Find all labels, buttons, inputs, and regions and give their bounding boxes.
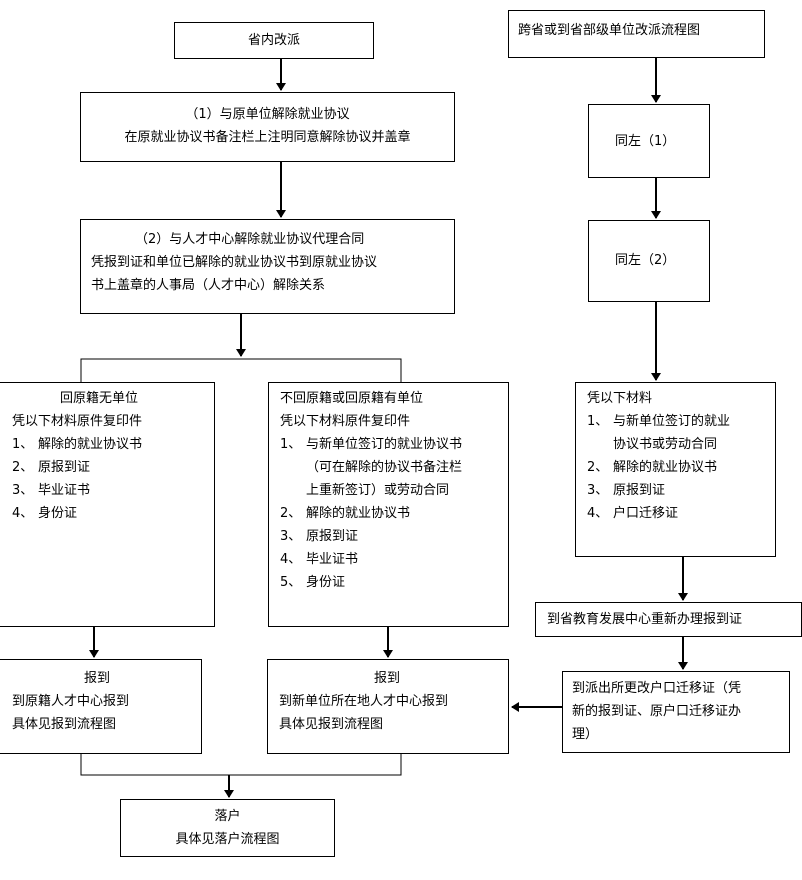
list-item: 1、与新单位签订的就业协议书 — [280, 437, 463, 452]
left-branch-box: 回原籍无单位 凭以下材料原件复印件 1、解除的就业协议书 2、原报到证 3、毕业… — [0, 382, 215, 627]
report-mid-line1: 到新单位所在地人才中心报到 — [279, 694, 449, 709]
re-register-box: 到省教育发展中心重新办理报到证 — [535, 602, 802, 637]
list-item: 3、毕业证书 — [12, 483, 91, 498]
report-left-title: 报到 — [84, 671, 111, 686]
settle-line1: 具体见落户流程图 — [175, 832, 280, 847]
settle-title: 落户 — [214, 809, 241, 824]
list-item-continuation: 上重新签订）或劳动合同 — [306, 483, 450, 498]
list-item: 2、解除的就业协议书 — [587, 460, 718, 475]
list-item-continuation: 协议书或劳动合同 — [613, 437, 718, 452]
same1-box: 同左（1） — [588, 104, 710, 178]
report-left-line1: 到原籍人才中心报到 — [12, 694, 130, 709]
right-materials-title: 凭以下材料 — [587, 391, 653, 406]
mid-branch-subtitle: 凭以下材料原件复印件 — [280, 414, 411, 429]
list-item: 5、身份证 — [280, 575, 346, 590]
report-left-box: 报到 到原籍人才中心报到 具体见报到流程图 — [0, 659, 202, 754]
same1-text: 同左（1） — [615, 134, 676, 149]
mid-branch-box: 不回原籍或回原籍有单位 凭以下材料原件复印件 1、与新单位签订的就业协议书 （可… — [268, 382, 509, 627]
right-materials-box: 凭以下材料 1、与新单位签订的就业 协议书或劳动合同 2、解除的就业协议书 3、… — [575, 382, 776, 557]
report-mid-box: 报到 到新单位所在地人才中心报到 具体见报到流程图 — [267, 659, 509, 754]
list-item: 4、身份证 — [12, 506, 78, 521]
report-left-line2: 具体见报到流程图 — [12, 717, 117, 732]
list-item-continuation: （可在解除的协议书备注栏 — [306, 460, 463, 475]
report-mid-title: 报到 — [374, 671, 401, 686]
step2-line3: 书上盖章的人事局（人才中心）解除关系 — [91, 278, 326, 293]
list-item: 2、解除的就业协议书 — [280, 506, 411, 521]
step1-line2: 在原就业协议书备注栏上注明同意解除协议并盖章 — [124, 130, 411, 145]
police-line3: 理） — [572, 727, 599, 742]
step1-box: （1）与原单位解除就业协议 在原就业协议书备注栏上注明同意解除协议并盖章 — [80, 92, 455, 162]
police-line1: 到派出所更改户口迁移证（凭 — [572, 681, 742, 696]
settle-box: 落户 具体见落户流程图 — [120, 799, 335, 857]
list-item: 3、原报到证 — [280, 529, 359, 544]
same2-text: 同左（2） — [615, 253, 676, 268]
cross-province-title: 跨省或到省部级单位改派流程图 — [518, 23, 701, 38]
left-branch-subtitle: 凭以下材料原件复印件 — [12, 414, 143, 429]
list-item: 2、原报到证 — [12, 460, 91, 475]
list-item: 4、户口迁移证 — [587, 506, 679, 521]
list-item: 1、解除的就业协议书 — [12, 437, 143, 452]
police-line2: 新的报到证、原户口迁移证办 — [572, 704, 742, 719]
list-item: 3、原报到证 — [587, 483, 666, 498]
step2-line2: 凭报到证和单位已解除的就业协议书到原就业协议 — [91, 255, 378, 270]
mid-branch-title: 不回原籍或回原籍有单位 — [280, 391, 424, 406]
step2-box: （2）与人才中心解除就业协议代理合同 凭报到证和单位已解除的就业协议书到原就业协… — [80, 219, 455, 314]
list-item: 1、与新单位签订的就业 — [587, 414, 731, 429]
police-box: 到派出所更改户口迁移证（凭 新的报到证、原户口迁移证办 理） — [562, 671, 790, 753]
in-province-box: 省内改派 — [174, 22, 374, 59]
step2-line1: （2）与人才中心解除就业协议代理合同 — [135, 232, 365, 247]
in-province-title: 省内改派 — [247, 33, 300, 48]
re-register-text: 到省教育发展中心重新办理报到证 — [547, 612, 743, 627]
list-item: 4、毕业证书 — [280, 552, 359, 567]
cross-province-box: 跨省或到省部级单位改派流程图 — [508, 10, 765, 58]
left-branch-title: 回原籍无单位 — [60, 391, 139, 406]
report-mid-line2: 具体见报到流程图 — [279, 717, 384, 732]
same2-box: 同左（2） — [588, 220, 710, 302]
step1-line1: （1）与原单位解除就业协议 — [185, 107, 350, 122]
